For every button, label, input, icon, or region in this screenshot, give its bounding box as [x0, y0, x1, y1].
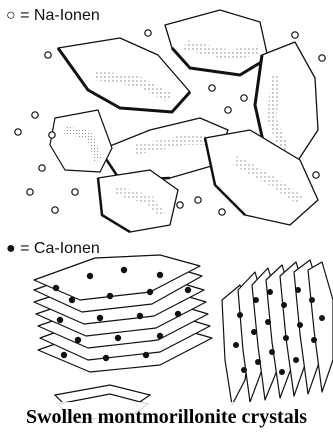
na-ion	[45, 52, 51, 58]
ca-ion	[241, 367, 247, 373]
ca-ion	[251, 329, 257, 335]
legend-na: ○ = Na-Ionen	[6, 8, 100, 24]
na-ion	[145, 30, 151, 36]
ca-ion	[319, 315, 325, 321]
ca-ion-label: = Ca-Ionen	[20, 240, 100, 257]
ca-ion	[281, 302, 287, 308]
ca-ion	[143, 352, 149, 358]
ca-ion	[267, 289, 273, 295]
ca-ion	[265, 319, 271, 325]
ca-ion-symbol: ●	[6, 240, 16, 257]
ca-ion	[69, 297, 75, 303]
na-ion	[72, 189, 78, 195]
ca-ion	[175, 311, 181, 317]
ca-ion	[295, 287, 301, 293]
na-ion-symbol: ○	[6, 7, 16, 24]
ca-ion	[237, 312, 243, 318]
na-ion	[52, 207, 58, 213]
ca-ion	[185, 287, 191, 293]
ca-ion	[57, 317, 63, 323]
ca-ion	[311, 337, 317, 343]
ca-ion	[279, 369, 285, 375]
ca-ion	[137, 313, 143, 319]
ca-ion	[297, 322, 303, 328]
ca-ion	[253, 297, 259, 303]
na-crystals	[50, 10, 318, 232]
ca-ion	[75, 337, 81, 343]
na-ion	[15, 129, 21, 135]
ca-ion	[157, 272, 163, 278]
na-ion-label: = Na-Ionen	[20, 7, 100, 24]
caption: Swollen montmorillonite crystals	[0, 402, 333, 432]
ca-ion	[87, 273, 93, 279]
ca-ion	[121, 267, 127, 273]
na-ion	[49, 132, 55, 138]
ca-ion	[115, 335, 121, 341]
na-ion	[27, 189, 33, 195]
crystal	[165, 10, 268, 75]
na-ion	[39, 165, 45, 171]
na-ion	[195, 197, 201, 203]
ca-ion	[233, 342, 239, 348]
ca-stack-right	[222, 260, 333, 405]
ca-ion	[293, 357, 299, 363]
na-ion	[32, 112, 38, 118]
na-ion	[177, 202, 183, 208]
na-ion	[319, 55, 325, 61]
crystal	[50, 110, 112, 172]
na-ion	[241, 95, 247, 101]
ca-ion	[53, 285, 59, 291]
ca-ion	[147, 289, 153, 295]
na-ion	[292, 32, 298, 38]
ca-ion	[97, 315, 103, 321]
ca-ion	[309, 297, 315, 303]
ca-ion	[255, 359, 261, 365]
ca-ion	[157, 333, 163, 339]
na-ion	[219, 209, 225, 215]
ca-ion	[283, 335, 289, 341]
ca-ion	[269, 349, 275, 355]
ca-ion	[103, 355, 109, 361]
ca-ion	[107, 293, 113, 299]
ca-ion	[61, 352, 67, 358]
na-ion	[313, 172, 319, 178]
legend-ca: ● = Ca-Ionen	[6, 241, 100, 257]
na-ion	[225, 107, 231, 113]
na-ion	[209, 85, 215, 91]
